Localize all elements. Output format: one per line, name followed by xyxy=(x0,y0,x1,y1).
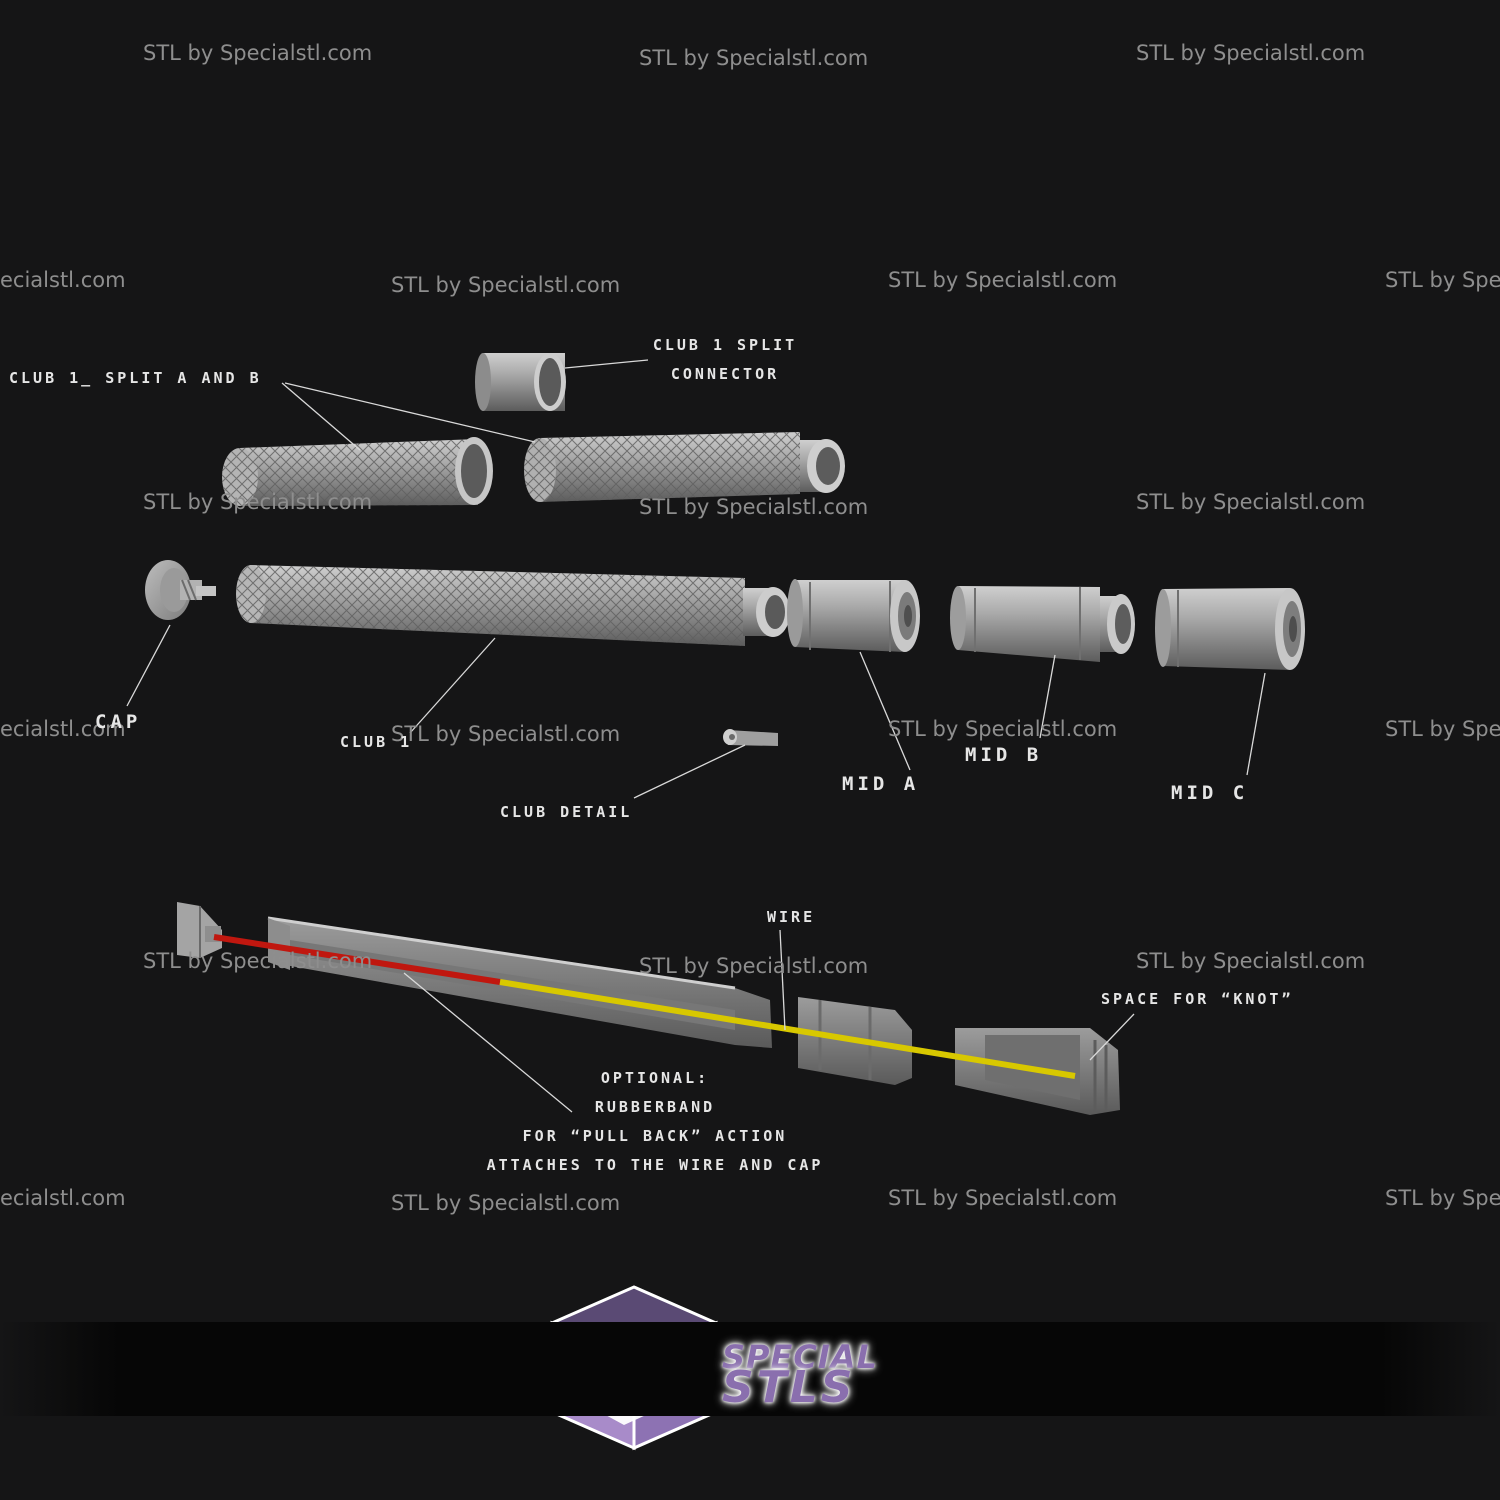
watermark: STL by Specialstl.com xyxy=(391,722,621,746)
watermark: ecialstl.com xyxy=(0,717,126,741)
label-space-for-knot: space for “knot” xyxy=(1101,990,1294,1008)
mid-c-part xyxy=(1155,588,1305,670)
label-club-detail: club detail xyxy=(500,803,633,821)
label-optional-line2: rubberband xyxy=(594,1098,716,1116)
watermark: STL by Specialstl.com xyxy=(639,495,869,519)
label-mid-b: MID B xyxy=(965,744,1043,766)
label-wire: wire xyxy=(767,908,816,926)
label-optional-line4: attaches to the wire and cap xyxy=(486,1156,824,1174)
label-mid-c: MID C xyxy=(1171,782,1249,804)
label-split-a-and-b: club 1_ split A and B xyxy=(9,369,262,387)
watermark: STL by Specialstl.com xyxy=(391,1191,621,1215)
label-club-1: club 1 xyxy=(340,733,413,751)
watermark: STL by Specialstl.com xyxy=(391,273,621,297)
logo-word-special: SPECIAL xyxy=(722,1338,878,1376)
watermark: STL by Spec xyxy=(1385,268,1500,292)
watermark: STL by Specialstl.com xyxy=(143,949,373,973)
watermark: STL by Specialstl.com xyxy=(143,41,373,65)
rubberband-line xyxy=(213,934,501,985)
watermark: ecialstl.com xyxy=(0,1186,126,1210)
watermark: STL by Specialstl.com xyxy=(888,268,1118,292)
leader-lines xyxy=(126,359,1266,1113)
split-connector-part xyxy=(475,353,566,411)
logo-word-stls: STLS xyxy=(722,1362,856,1413)
watermark: STL by Specialstl.com xyxy=(639,954,869,978)
club-split-b-part xyxy=(524,432,845,502)
watermark: STL by Spec xyxy=(1385,717,1500,741)
watermark: STL by Specialstl.com xyxy=(1136,41,1366,65)
label-split-connector-line2: connector xyxy=(670,365,780,383)
watermark: STL by Specialstl.com xyxy=(1136,949,1366,973)
mid-b-part xyxy=(950,586,1135,662)
watermark: ecialstl.com xyxy=(0,268,126,292)
logo-overlay xyxy=(552,1285,718,1451)
brand-band xyxy=(0,1322,1500,1416)
club-1-part xyxy=(236,565,790,646)
watermark: STL by Specialstl.com xyxy=(888,717,1118,741)
label-split-connector-line1: club 1 split xyxy=(652,336,798,354)
mid-a-part xyxy=(787,579,920,652)
watermark: STL by Specialstl.com xyxy=(1136,490,1366,514)
club-split-a-part xyxy=(222,437,493,506)
wire-line xyxy=(499,979,1076,1079)
label-optional-line1: optional: xyxy=(600,1069,710,1087)
label-optional-line3: for “pull back” action xyxy=(522,1127,788,1145)
watermark: STL by Specialstl.com xyxy=(639,46,869,70)
watermark: STL by Spec xyxy=(1385,1186,1500,1210)
watermark: STL by Specialstl.com xyxy=(888,1186,1118,1210)
label-cap: CAP xyxy=(95,711,142,733)
watermark: STL by Specialstl.com xyxy=(143,490,373,514)
club-detail-part xyxy=(723,729,778,746)
cap-part xyxy=(145,560,216,620)
label-mid-a: MID A xyxy=(842,773,920,795)
